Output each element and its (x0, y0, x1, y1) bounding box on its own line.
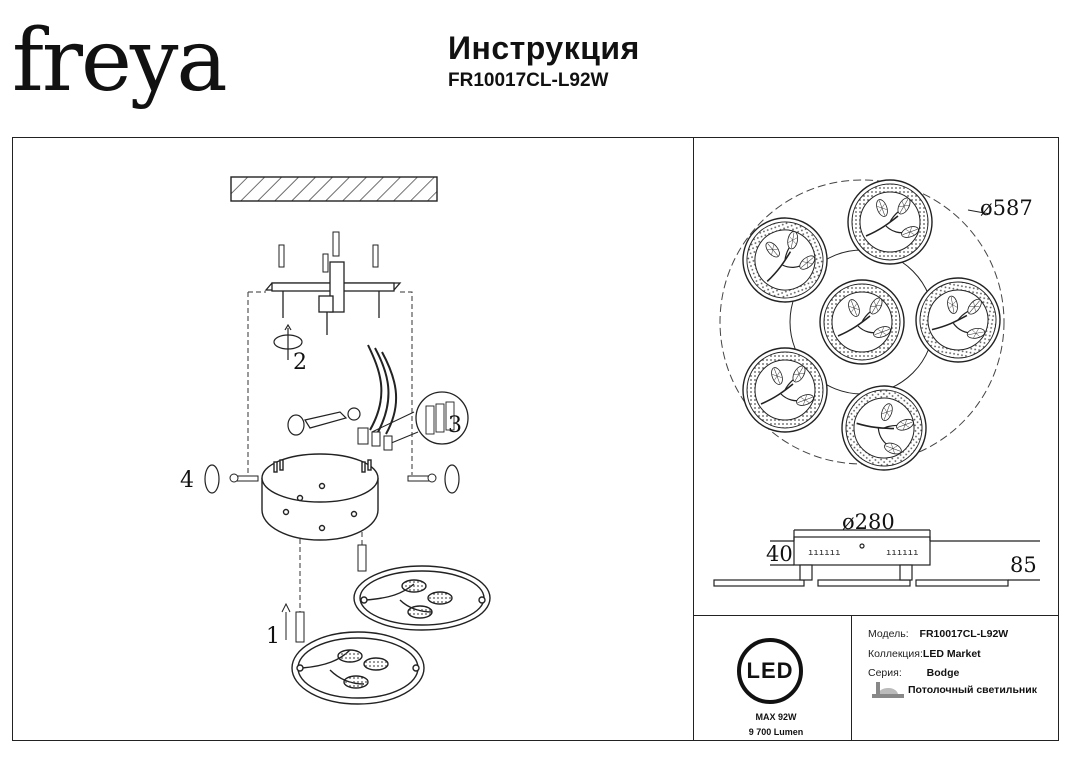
spec-series-value: Bodge (926, 667, 960, 679)
ceiling-hatch (230, 176, 438, 202)
spec-type-value: Потолочный светильник (908, 684, 1037, 696)
side-screws (229, 473, 437, 483)
spec-model-label: Модель: (868, 628, 909, 640)
side-profile (713, 529, 1040, 587)
spec-collection: Коллекция:LED Market (868, 648, 981, 660)
spec-model: Модель: FR10017CL-L92W (868, 628, 1008, 640)
led-lumen: 9 700 Lumen (748, 727, 804, 737)
screw-icon (278, 231, 379, 273)
divider-horizontal (693, 615, 1059, 616)
model-code: FR10017CL-L92W (448, 70, 609, 91)
divider-spec (851, 615, 852, 741)
spec-collection-label: Коллекция: (868, 648, 923, 660)
top-view (719, 180, 1007, 487)
spec-model-value: FR10017CL-L92W (919, 628, 1009, 640)
dimension-base-height: 40 (766, 542, 793, 566)
svg-text:ıııııı: ıııııı (886, 548, 919, 558)
power-wires (367, 344, 398, 435)
lamp-disc-upper (353, 565, 491, 631)
base-canopy (261, 453, 379, 541)
mounting-bracket (264, 261, 402, 335)
svg-text:ıııııı: ıııııı (808, 548, 841, 558)
page-title: Инструкция (448, 30, 640, 66)
divider-vertical (693, 137, 694, 741)
step-4-label: 4 (180, 468, 194, 493)
lamp-disc-lower (291, 631, 425, 705)
led-badge-icon: LED (737, 638, 803, 704)
step-2-label: 2 (293, 350, 307, 375)
step-3-label: 3 (448, 413, 462, 438)
spec-series: Серия: Bodge (868, 667, 959, 679)
ceiling-lamp-icon (872, 682, 904, 698)
spec-collection-value: LED Market (922, 648, 981, 660)
connectors (281, 544, 367, 643)
dimension-total-diameter: ø587 (980, 196, 1033, 220)
brand-logo: freya (12, 11, 228, 111)
drawing-frame (12, 137, 1059, 741)
wrench-icon (304, 407, 361, 429)
spec-series-label: Серия: (868, 667, 902, 679)
dimension-total-height: 85 (1010, 553, 1037, 577)
step-1-label: 1 (266, 624, 280, 649)
rotate-arrow-icon (204, 323, 460, 494)
spec-type: Потолочный светильник (908, 684, 1037, 696)
dimension-base-diameter: ø280 (842, 510, 895, 534)
led-power: MAX 92W (755, 712, 797, 722)
